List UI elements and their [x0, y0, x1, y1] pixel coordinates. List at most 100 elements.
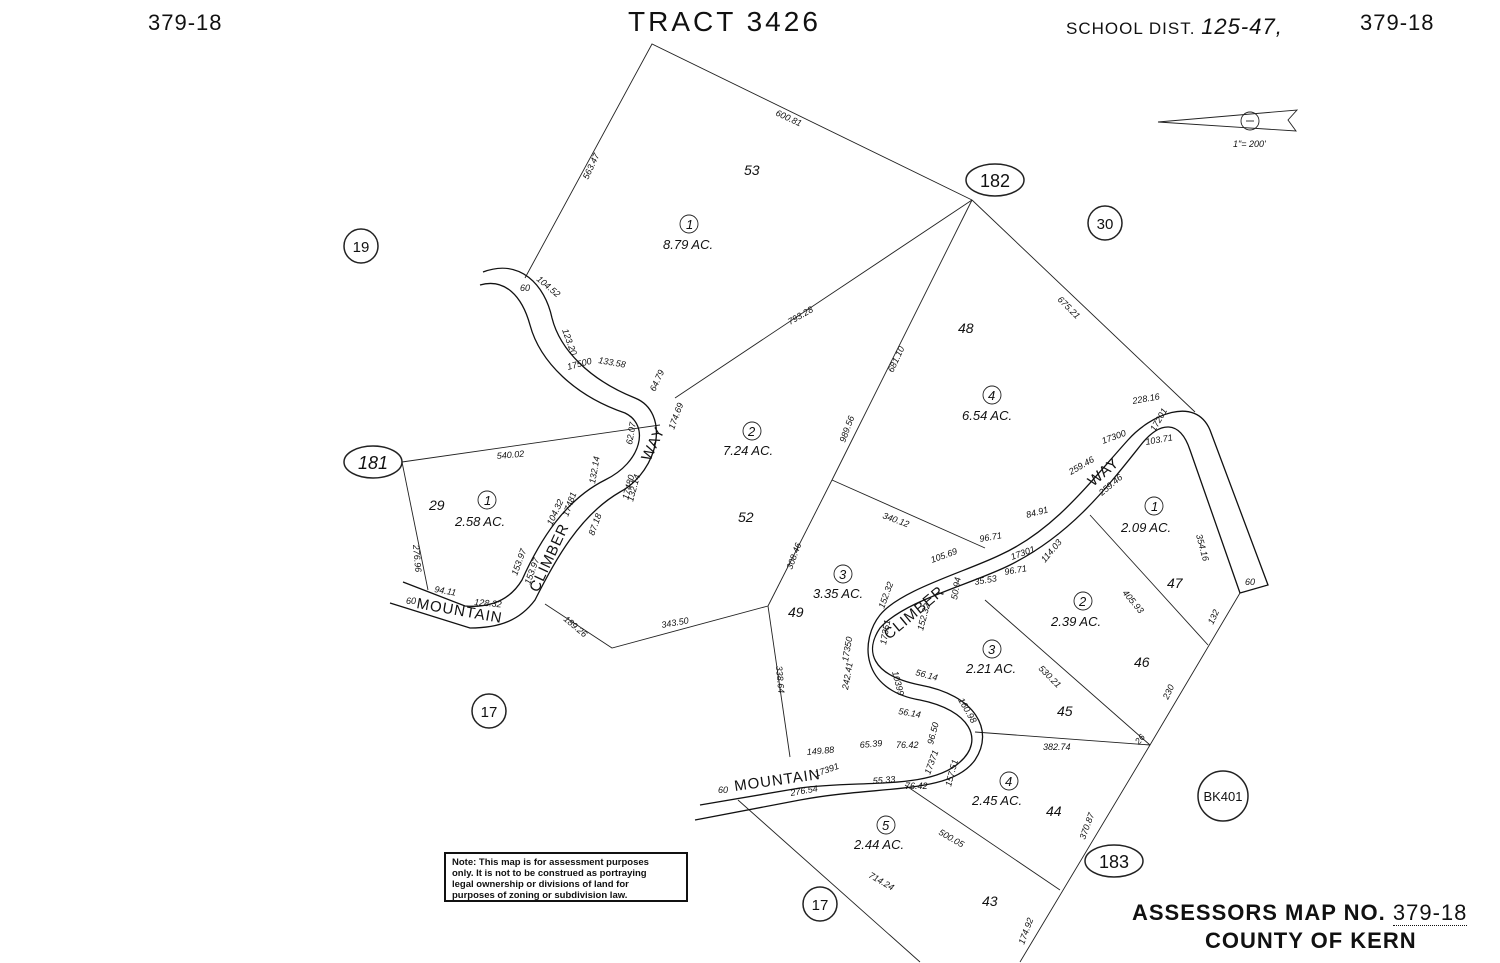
dimension-label: 989.56	[837, 414, 856, 443]
dimension-label: 84.91	[1025, 504, 1049, 519]
scale-label: 1"= 200'	[1233, 139, 1266, 149]
dimension-label: 17500	[566, 356, 593, 372]
dimension-label: 65.39	[859, 738, 882, 750]
dimension-label: 17201	[1148, 406, 1169, 433]
parcel-number: 3	[988, 642, 996, 657]
dimension-label: 160.98	[956, 696, 978, 725]
dimension-label: 96.50	[925, 721, 940, 745]
dimension-label: 540.02	[496, 449, 524, 461]
parcel-number: 2	[747, 424, 756, 439]
parcel-48[interactable]: 48 4 6.54 AC.	[958, 320, 1012, 423]
neighbor-label: 19	[353, 239, 370, 256]
county-label: COUNTY OF KERN	[1205, 928, 1417, 954]
street-width: 60	[1245, 577, 1255, 587]
neighbor-19-circle	[343, 228, 379, 264]
parcel-47[interactable]: 47 1 2.09 AC.	[1120, 496, 1184, 591]
parcel-number: 3	[839, 567, 847, 582]
parcel-46[interactable]: 46 2 2.39 AC.	[1050, 591, 1150, 670]
street-name: WAY	[638, 424, 668, 463]
dimension-label: 17391	[813, 761, 840, 779]
street-widths: 60 60 60 60	[406, 283, 1255, 795]
dimension-label: 132.14	[587, 455, 602, 484]
parcel-number: 2	[1078, 594, 1087, 609]
assessor-map-label: ASSESSORS MAP NO. 379-18	[1132, 900, 1468, 926]
parcel-number: 5	[882, 818, 890, 833]
parcel-acreage: 7.24 AC.	[723, 443, 773, 458]
dimension-label: 338.64	[774, 665, 786, 693]
dimension-label: 149.88	[806, 745, 834, 757]
neighbor-183-ellipse	[1084, 844, 1144, 878]
parcel-lines	[401, 43, 1241, 963]
neighbor-17b-circle	[802, 886, 838, 922]
parcel-52[interactable]: 52 2 7.24 AC.	[723, 421, 773, 525]
lot-number: 52	[738, 509, 754, 525]
dimension-label: 174.69	[666, 401, 685, 430]
dimension-label: 308.46	[784, 541, 803, 570]
parcel-acreage: 2.45 AC.	[971, 793, 1022, 808]
parcel-number: 1	[484, 493, 491, 508]
dimension-label: 128.32	[474, 597, 502, 609]
neighbor-label: 181	[358, 453, 388, 473]
page-title: TRACT 3426	[628, 6, 821, 38]
street-width: 60	[406, 596, 416, 606]
dimension-label: 76.42	[896, 740, 919, 750]
lot-number: 53	[744, 162, 760, 178]
road-upper	[389, 267, 658, 629]
dimension-label: 17301	[1009, 544, 1036, 562]
dimension-label: 17350	[840, 636, 854, 662]
lot-number: 43	[982, 893, 998, 909]
neighbor-label: 182	[980, 171, 1010, 191]
school-label: SCHOOL DIST.	[1066, 19, 1196, 38]
dimension-label: 76.42	[905, 781, 928, 791]
lot-number: 49	[788, 604, 804, 620]
dimension-label: 714.24	[867, 870, 896, 892]
road-lower	[694, 410, 1269, 821]
parcel-acreage: 2.09 AC.	[1120, 520, 1171, 535]
dimension-label: 681.10	[886, 345, 907, 374]
note-line: legal ownership or divisions of land for	[452, 879, 629, 890]
dimension-label: 276.96	[411, 543, 423, 572]
lot-number: 29	[428, 497, 445, 513]
school-number: 125-47,	[1201, 14, 1283, 39]
parcel-acreage: 2.44 AC.	[853, 837, 904, 852]
parcel-45[interactable]: 45 3 2.21 AC.	[965, 639, 1073, 719]
dimension-label: 56.14	[914, 667, 938, 682]
neighbor-labels: 19 181 182 30 17 17 183 BK401	[353, 171, 1243, 914]
parcel-acreage: 2.21 AC.	[965, 661, 1016, 676]
parcel-53[interactable]: 53 1 8.79 AC.	[663, 162, 760, 252]
neighbor-markers	[343, 163, 1249, 922]
lot-number: 48	[958, 320, 974, 336]
dimension-label: 500.05	[937, 827, 967, 850]
title-text: TRACT 3426	[628, 6, 821, 37]
dimension-label: 563.47	[581, 151, 602, 181]
neighbor-label: BK401	[1203, 789, 1242, 804]
parcel-acreage: 3.35 AC.	[813, 586, 863, 601]
map-number-left: 379-18	[148, 10, 223, 36]
parcel-29[interactable]: 29 1 2.58 AC.	[428, 490, 505, 529]
dimension-label: 405.93	[1120, 588, 1145, 616]
parcel-49[interactable]: 49 3 3.35 AC.	[788, 564, 863, 620]
neighbor-label: 17	[812, 897, 829, 914]
dimension-label: 132	[1206, 608, 1221, 626]
street-width: 60	[718, 785, 728, 795]
dimension-label: 17351	[878, 619, 892, 645]
county-text: COUNTY OF KERN	[1205, 928, 1417, 953]
neighbor-181-ellipse	[343, 445, 403, 479]
dimension-label: 242.41	[840, 661, 855, 691]
neighbor-30-circle	[1087, 205, 1123, 241]
dimension-label: 343.50	[661, 615, 690, 630]
dimension-label: 133.58	[598, 355, 627, 370]
dimension-label: 276.54	[789, 783, 819, 798]
parcel-44[interactable]: 44 4 2.45 AC.	[971, 771, 1062, 819]
footer-label: ASSESSORS MAP NO.	[1132, 900, 1386, 925]
parcel-43[interactable]: 43 5 2.44 AC.	[853, 815, 998, 909]
dimension-label: 55.33	[872, 774, 895, 786]
parcel-number: 1	[686, 217, 693, 232]
note-line: only. It is not to be construed as portr…	[452, 868, 647, 879]
lot-number: 45	[1057, 703, 1073, 719]
dimension-label: 50.94	[949, 576, 963, 600]
parcel-acreage: 8.79 AC.	[663, 237, 713, 252]
dimension-label: 94.11	[434, 584, 457, 598]
